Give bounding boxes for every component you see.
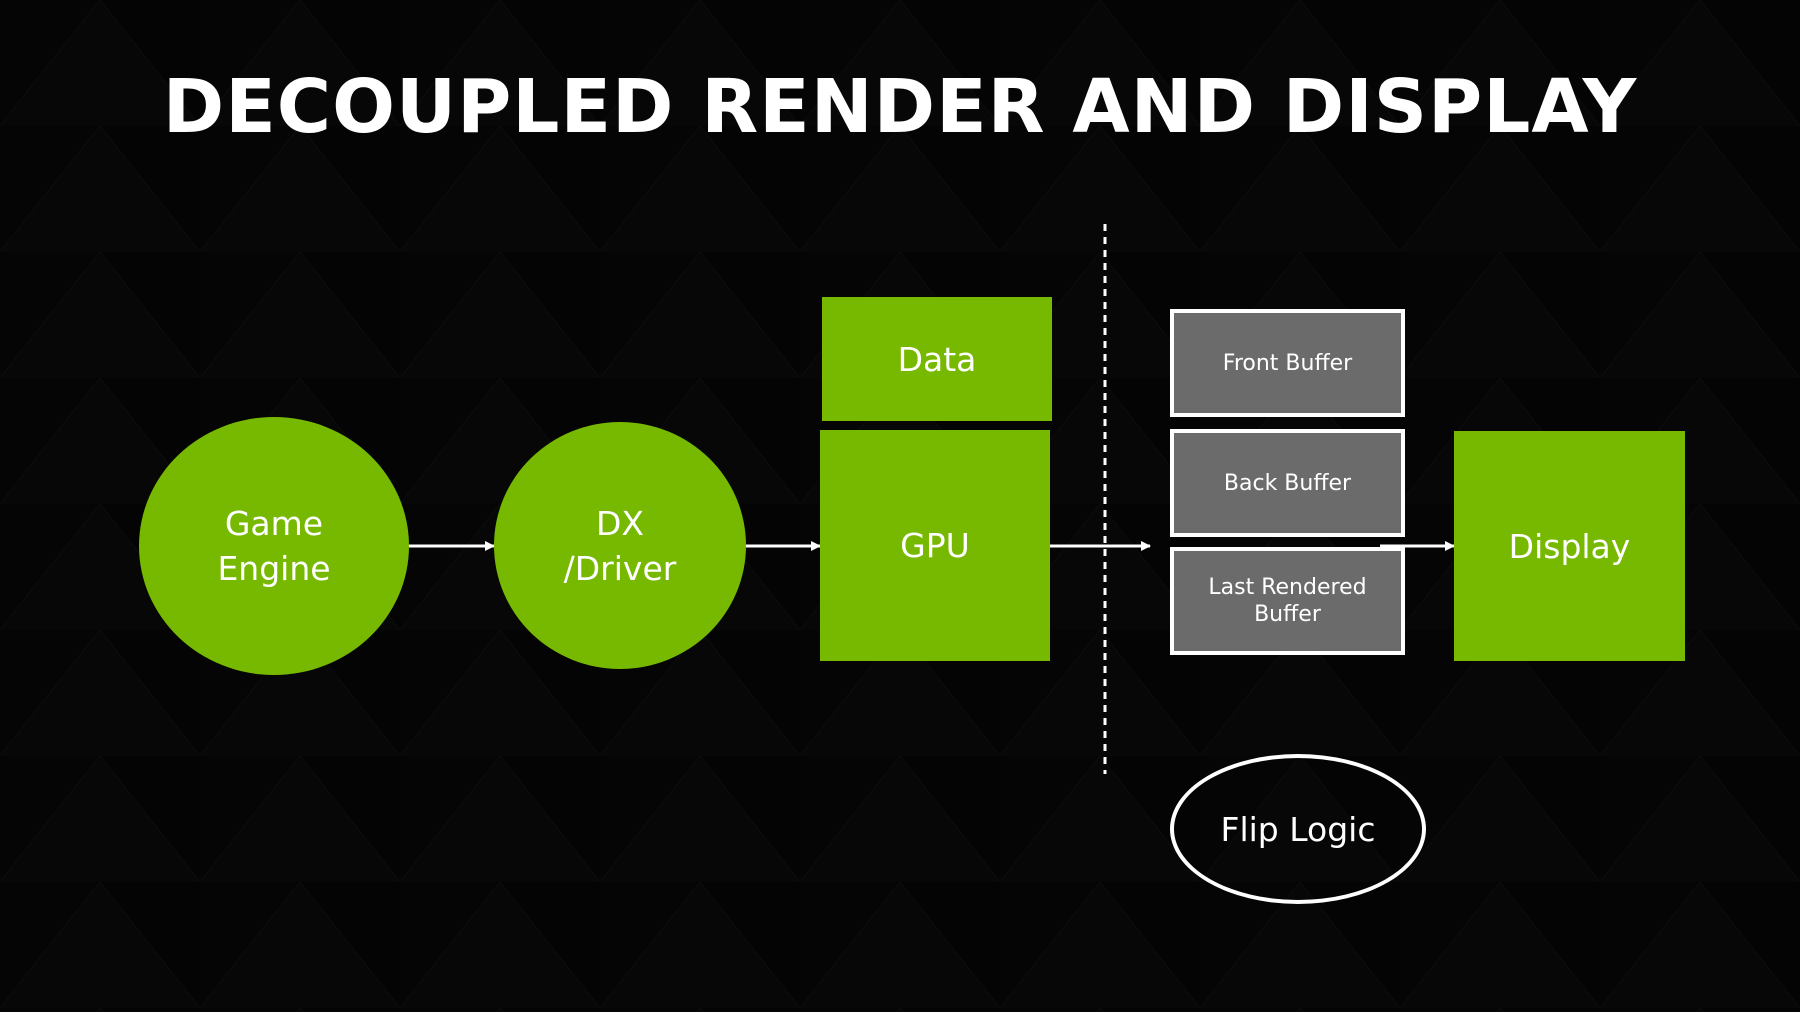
front-buffer-box: Front Buffer (1170, 309, 1405, 417)
game-engine-label: Game Engine (217, 504, 331, 588)
data-box: Data (822, 297, 1052, 421)
dx-driver-node: DX /Driver (494, 422, 746, 669)
display-box: Display (1454, 431, 1685, 661)
dx-driver-label: DX /Driver (563, 503, 677, 588)
last-rendered-buffer-label: Last Rendered Buffer (1208, 575, 1367, 627)
flip-logic-ellipse: Flip Logic (1170, 754, 1426, 904)
back-buffer-label: Back Buffer (1223, 470, 1352, 496)
back-buffer-box: Back Buffer (1170, 429, 1405, 537)
last-rendered-buffer-box: Last Rendered Buffer (1170, 547, 1405, 655)
data-label: Data (897, 339, 977, 379)
front-buffer-label: Front Buffer (1222, 350, 1353, 376)
gpu-box: GPU (820, 430, 1050, 661)
gpu-label: GPU (900, 526, 970, 565)
display-label: Display (1508, 526, 1631, 566)
flip-logic-label: Flip Logic (1220, 809, 1376, 849)
game-engine-node: Game Engine (139, 417, 409, 675)
slide-title: DECOUPLED RENDER AND DISPLAY (162, 64, 1638, 150)
